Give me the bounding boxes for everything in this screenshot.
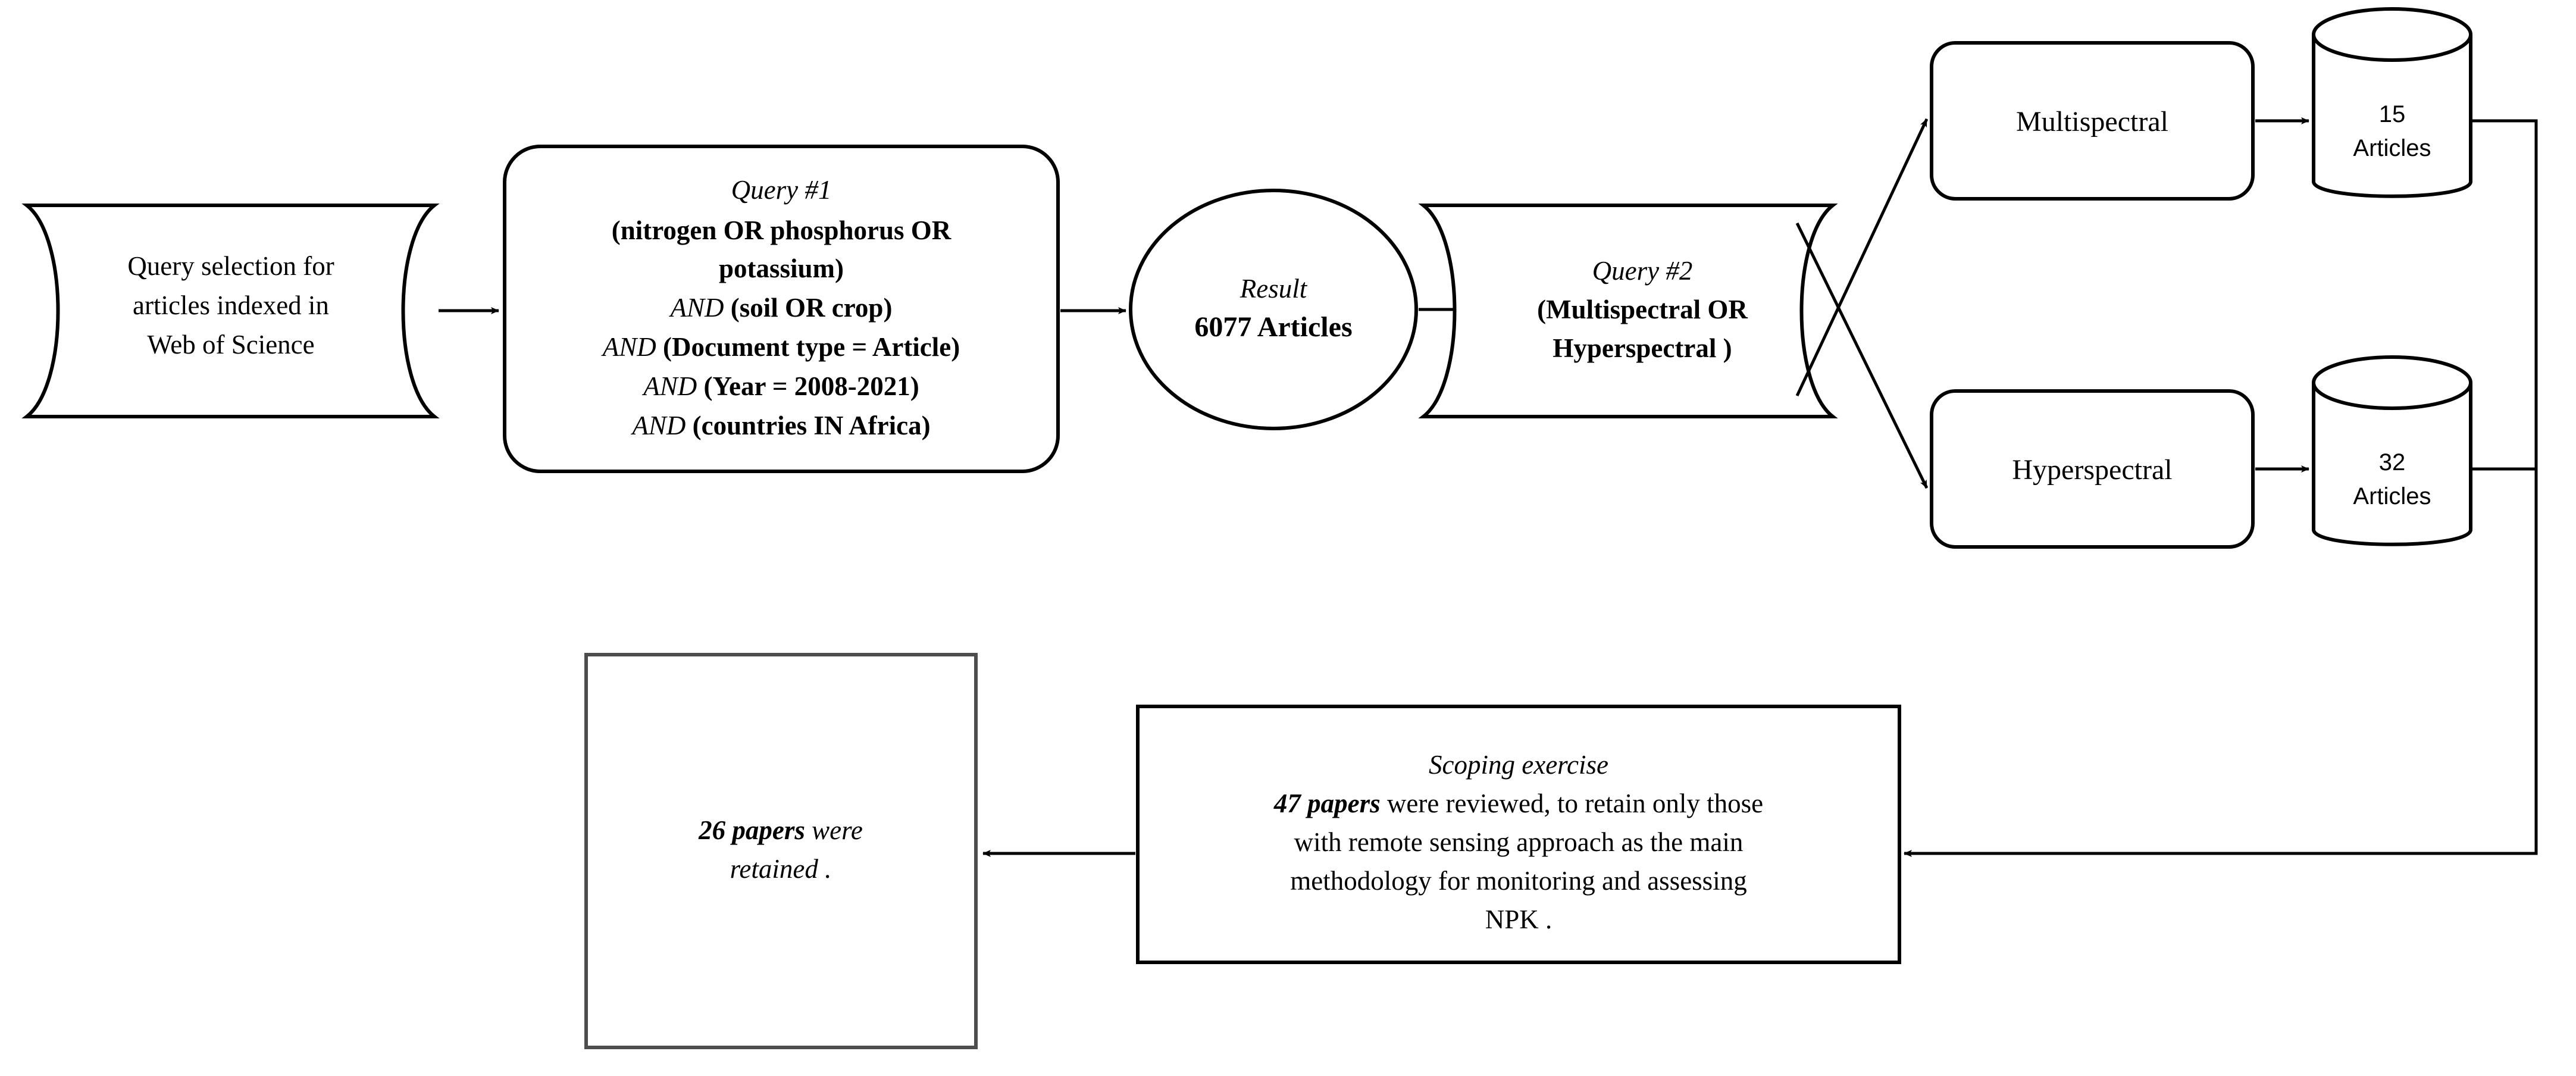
scoping-heading: Scoping exercise <box>1429 750 1608 780</box>
query1-line-1: (nitrogen OR phosphorus OR <box>612 215 951 245</box>
query1-line-6: AND (countries IN Africa) <box>630 411 930 440</box>
scoping-line-1-tail: were reviewed, to retain only those <box>1381 789 1764 818</box>
node-multispectral-db[interactable]: 15 Articles <box>2312 7 2472 198</box>
multispectral-db-top <box>2312 7 2472 62</box>
scoping-line-2: with remote sensing approach as the main <box>1294 827 1744 857</box>
node-hyperspectral[interactable]: Hyperspectral <box>1930 389 2255 549</box>
multispectral-shape <box>1930 41 2255 201</box>
scoping-line-3: methodology for monitoring and assessing <box>1290 866 1746 896</box>
query1-line-5-text: (Year = 2008-2021) <box>704 371 919 401</box>
hyperspectral-db-count: 32 <box>2379 449 2406 476</box>
edge-query2-to-multispectral <box>1795 118 1929 397</box>
query1-line-4-prefix: AND <box>601 332 663 362</box>
query1-line-3-text: (soil OR crop) <box>731 293 893 323</box>
node-multispectral[interactable]: Multispectral <box>1930 41 2255 201</box>
multispectral-db-unit: Articles <box>2353 135 2431 161</box>
node-hyperspectral-db[interactable]: 32 Articles <box>2312 355 2472 546</box>
node-source[interactable]: Query selection for articles indexed in … <box>21 204 440 418</box>
retained-shape <box>584 653 978 1049</box>
query1-line-3: AND (soil OR crop) <box>669 293 893 323</box>
multispectral-db-count: 15 <box>2379 101 2406 127</box>
query1-shape <box>503 145 1060 473</box>
query1-line-5: AND (Year = 2008-2021) <box>641 371 919 401</box>
hyperspectral-db-top <box>2312 355 2472 410</box>
source-shape <box>21 204 440 418</box>
query1-line-6-prefix: AND <box>630 411 692 440</box>
retained-line-2: retained . <box>730 854 832 884</box>
query2-shape <box>1418 204 1838 418</box>
hyperspectral-label: Hyperspectral <box>2012 454 2172 486</box>
node-scoping[interactable]: Scoping exercise 47 papers were reviewed… <box>1136 705 1901 964</box>
hyperspectral-db-unit: Articles <box>2353 483 2431 509</box>
node-query2[interactable]: Query #2 (Multispectral OR Hyperspectral… <box>1418 204 1838 418</box>
source-line-1: Query selection for <box>127 251 334 281</box>
edge-query2-to-hyperspectral <box>1795 222 1929 489</box>
scoping-line-4: NPK . <box>1485 905 1553 934</box>
query2-heading: Query #2 <box>1592 256 1693 286</box>
scoping-lead: 47 papers <box>1273 789 1381 818</box>
node-result[interactable]: Result 6077 Articles <box>1129 189 1418 430</box>
source-line-2: articles indexed in <box>133 290 329 320</box>
query2-line-1: (Multispectral OR <box>1537 295 1748 324</box>
query1-heading: Query #1 <box>731 175 832 205</box>
retained-lead: 26 papers <box>698 815 805 845</box>
retained-line-1: 26 papers were <box>698 815 863 845</box>
edge-multispectral-db-to-scoping <box>2471 119 2538 469</box>
hyperspectral-shape <box>1930 389 2255 549</box>
query1-line-3-prefix: AND <box>669 293 731 323</box>
scoping-line-1: 47 papers were reviewed, to retain only … <box>1273 789 1763 818</box>
hyperspectral-db-body <box>2312 383 2472 546</box>
query1-line-5-prefix: AND <box>641 371 703 401</box>
query1-line-6-text: (countries IN Africa) <box>693 411 931 440</box>
result-heading: Result <box>1240 274 1308 304</box>
edge-hyperspectral-db-to-scoping <box>1904 467 2538 857</box>
source-line-3: Web of Science <box>147 330 314 359</box>
scoping-shape <box>1136 705 1901 964</box>
result-shape <box>1129 189 1418 430</box>
result-value: 6077 Articles <box>1194 311 1352 343</box>
query1-line-4-text: (Document type = Article) <box>663 332 960 362</box>
query2-line-2: Hyperspectral ) <box>1553 333 1732 363</box>
retained-line-1-tail: were <box>805 815 863 845</box>
query1-line-2: potassium) <box>719 254 844 283</box>
query1-line-4: AND (Document type = Article) <box>601 332 960 362</box>
multispectral-db-body <box>2312 35 2472 198</box>
node-retained[interactable]: 26 papers were retained . <box>584 653 978 1049</box>
multispectral-label: Multispectral <box>2016 106 2168 137</box>
node-query1[interactable]: Query #1 (nitrogen OR phosphorus OR pota… <box>503 145 1060 473</box>
